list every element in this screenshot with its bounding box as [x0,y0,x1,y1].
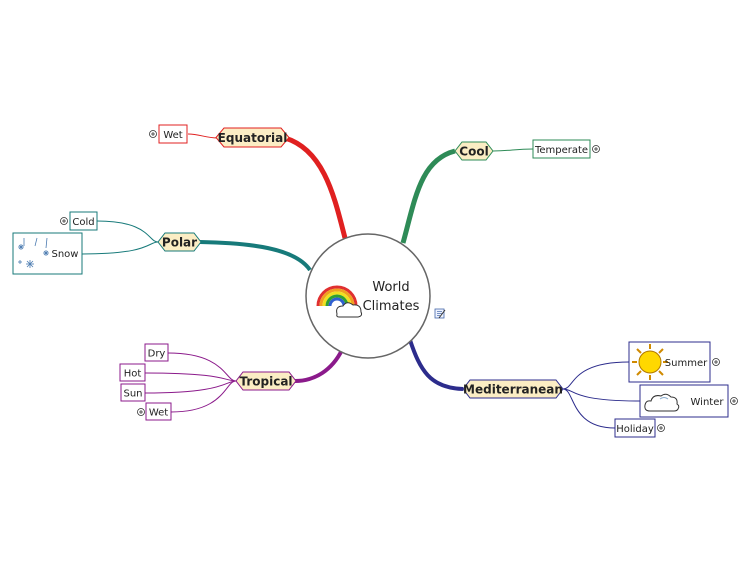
branch-mediterranean-label: Mediterranean [463,383,563,397]
expand-plus-icon[interactable] [712,358,720,366]
branch-tropical[interactable]: Tropical [235,371,297,391]
branch-equatorial[interactable]: Equatorial [215,127,290,148]
subtopic-mediterranean-holiday[interactable]: Holiday [614,418,656,438]
subtopic-label: Dry [148,349,166,360]
connector-polar [199,240,312,272]
rainbow-icon [316,285,363,318]
subtopic-tropical-hot[interactable]: Hot [119,363,146,382]
subtopic-tropical-sun[interactable]: Sun [120,383,146,402]
subtopic-mediterranean-winter[interactable]: Winter [639,384,729,418]
subtopic-mediterranean-summer[interactable]: Summer [628,341,711,383]
subtopic-label: Temperate [534,145,588,156]
subtopic-cool-temperate[interactable]: Temperate [532,139,591,159]
expand-plus-icon[interactable] [730,397,738,405]
branch-tropical-label: Tropical [239,375,292,389]
branch-cool[interactable]: Cool [454,141,494,161]
connector-cool [400,148,456,244]
subtopic-tropical-wet[interactable]: Wet [145,402,172,421]
subtopic-polar-snow[interactable]: Snow [12,232,83,275]
subtopic-label: Wet [163,130,182,141]
expand-plus-icon[interactable] [592,145,600,153]
subtopic-label: Sun [123,389,142,400]
subtopic-label: Holiday [616,424,654,435]
central-topic-line2: Climates [363,299,420,314]
note-icon[interactable] [434,308,446,319]
subtopic-label: Summer [665,358,708,369]
connector-equatorial [284,135,348,239]
expand-plus-icon[interactable] [149,130,157,138]
connector-tropical [294,349,344,383]
subtopic-tropical-dry[interactable]: Dry [144,343,169,362]
branch-cool-label: Cool [459,145,488,159]
branch-equatorial-label: Equatorial [218,131,288,145]
central-topic[interactable]: World Climates [305,233,431,359]
expand-plus-icon[interactable] [657,424,665,432]
subtopic-polar-cold[interactable]: Cold [69,211,98,231]
expand-plus-icon[interactable] [60,217,68,225]
expand-plus-icon[interactable] [137,408,145,416]
subtopic-label: Cold [72,217,94,228]
subtopic-label: Snow [52,249,79,260]
subtopic-label: Winter [691,397,725,408]
cloud-icon [644,393,680,412]
connector-mediterranean [408,339,464,391]
branch-polar[interactable]: Polar [157,232,202,252]
central-topic-line1: World [372,280,409,295]
subtopic-label: Wet [149,408,168,419]
branch-mediterranean[interactable]: Mediterranean [462,379,564,399]
subtopic-label: Hot [124,369,142,380]
sun-icon [632,344,668,380]
branch-polar-label: Polar [162,236,197,250]
snowflake-icon [18,237,49,268]
subtopic-equatorial-wet[interactable]: Wet [158,124,188,144]
